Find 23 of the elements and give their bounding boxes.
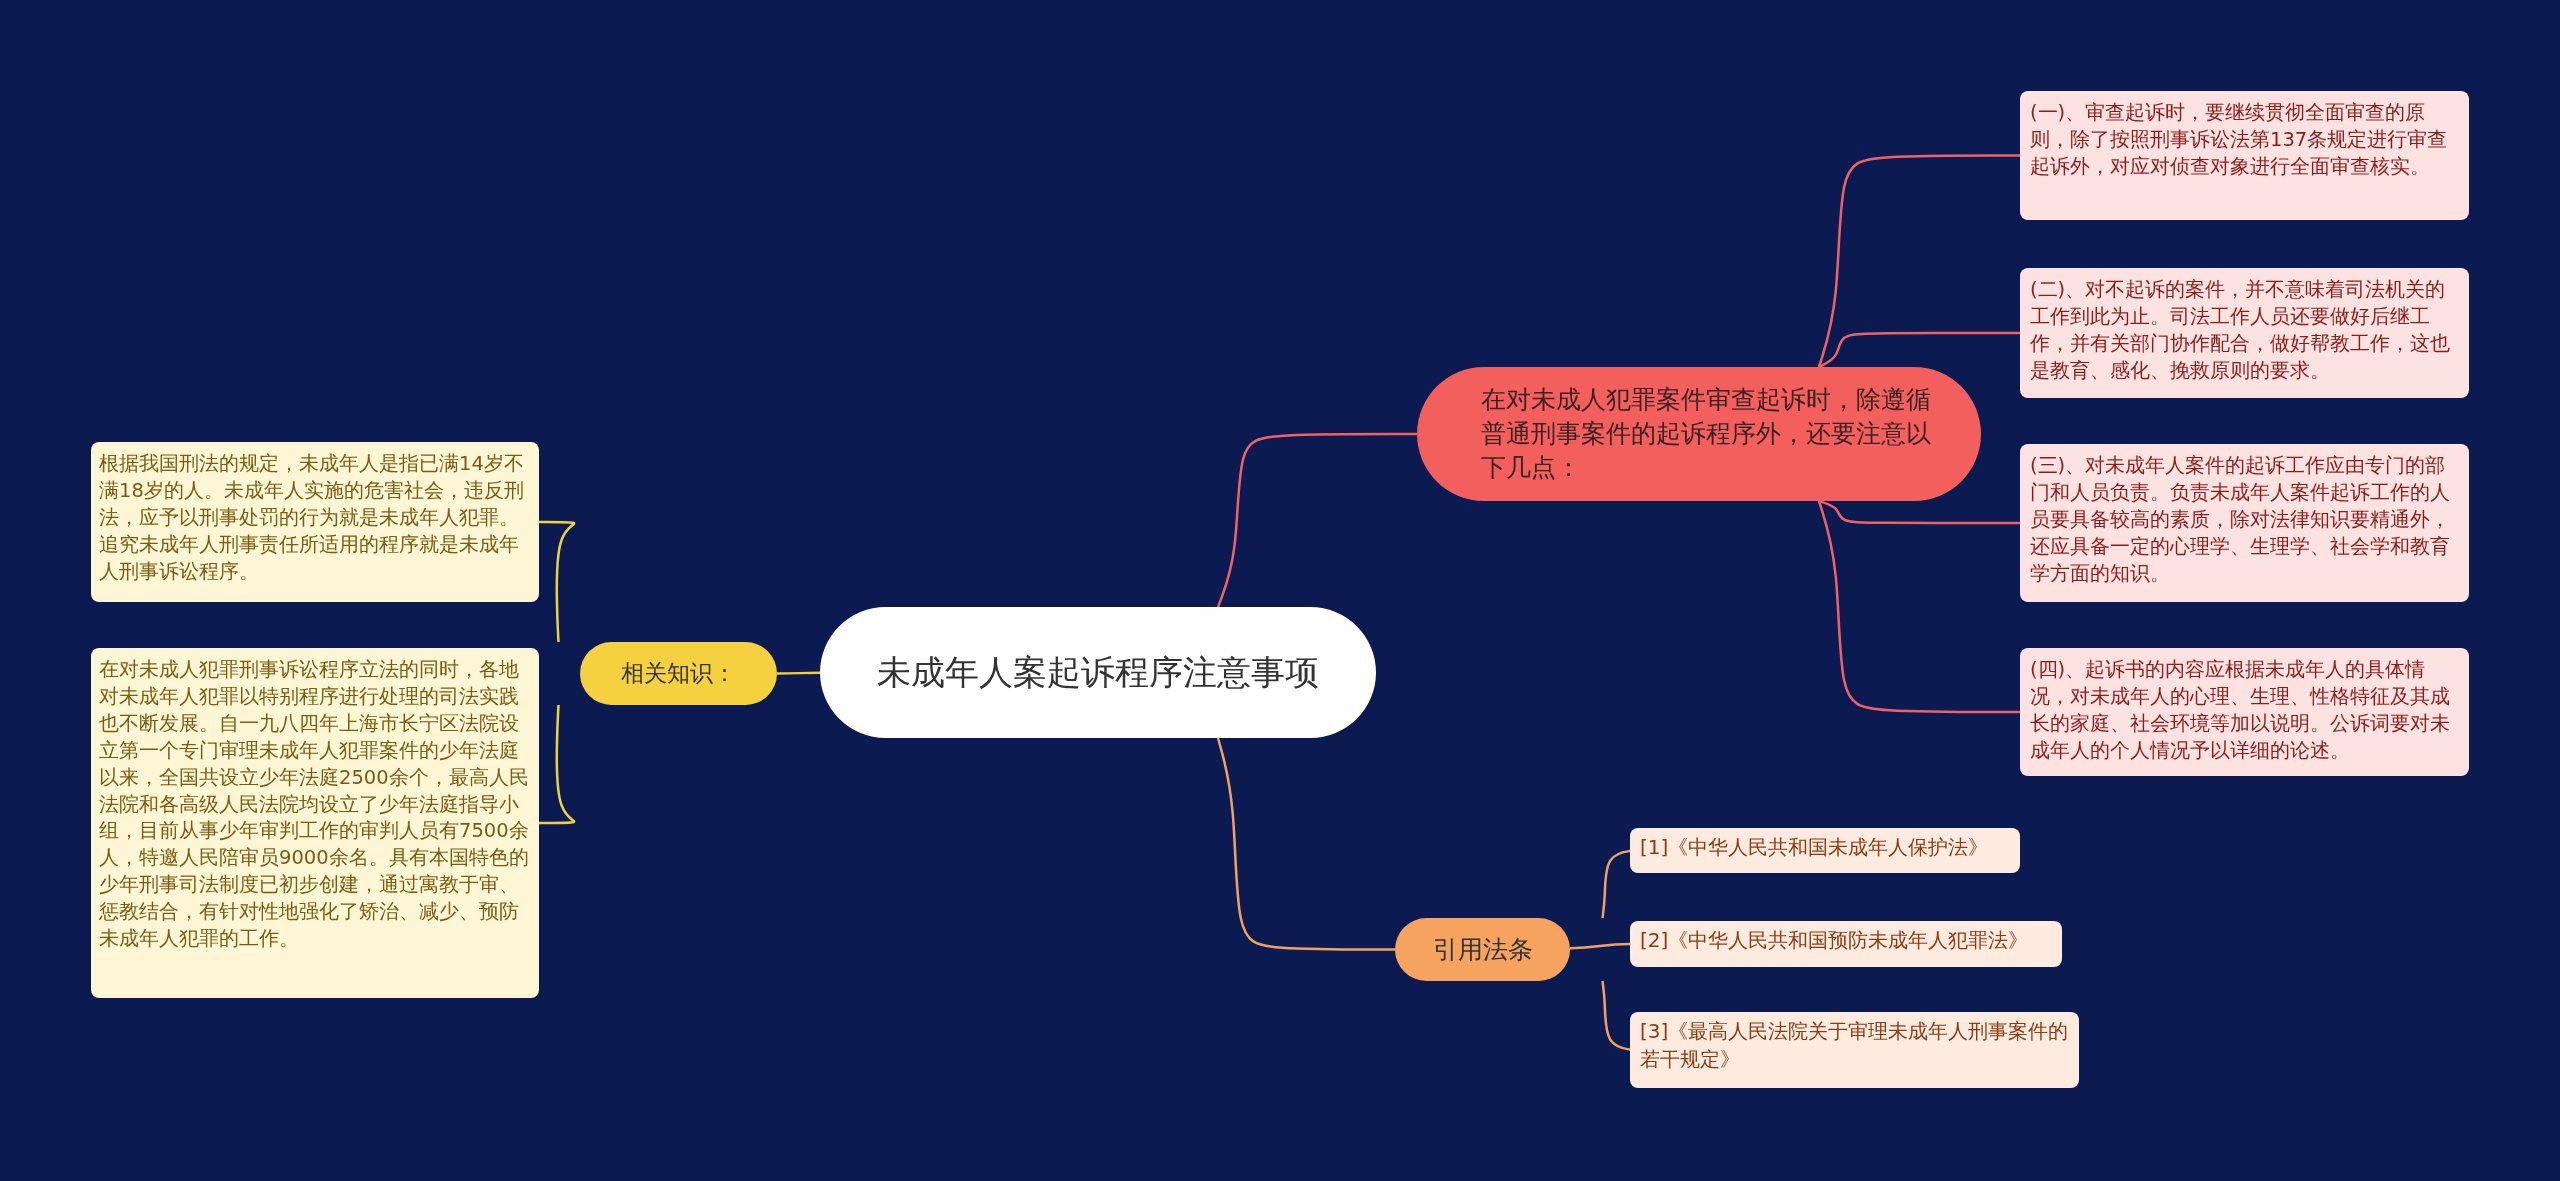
branch-topic: 相关知识： — [580, 642, 777, 705]
note-card: (二)、对不起诉的案件，并不意味着司法机关的工作到此为止。司法工作人员还要做好后继工作，并有关部门协作配合，做好帮教工作，这也是教育、感化、挽救原则的要求。 — [2020, 268, 2469, 398]
central-topic: 未成年人案起诉程序注意事项 — [820, 607, 1376, 738]
note-card: [1]《中华人民共和国未成年人保护法》 — [1630, 828, 2020, 873]
branch-topic: 引用法条 — [1395, 918, 1570, 981]
connector-line — [1817, 154, 2020, 368]
connector-line — [1216, 432, 1417, 608]
note-card: [3]《最高人民法院关于审理未成年人刑事案件的若干规定》 — [1630, 1012, 2079, 1088]
connector-line — [1216, 737, 1395, 951]
note-card: (一)、审查起诉时，要继续贯彻全面审查的原则，除了按照刑事诉讼法第137条规定进行审查起诉外，对应对侦查对象进行全面审查核实。 — [2020, 91, 2469, 220]
connector-line — [1817, 500, 2020, 714]
note-card: [2]《中华人民共和国预防未成年人犯罪法》 — [1630, 921, 2062, 967]
connector-line — [1570, 942, 1630, 950]
note-card: 在对未成人犯罪刑事诉讼程序立法的同时，各地对未成年人犯罪以特别程序进行处理的司法实践也不断发展。自一九八四年上海市长宁区法院设立第一个专门审理未成年人犯罪案件的少年法庭以来，全国共设立少年法庭2500余个，最高人民法院和各高级人民法院均设立了少年法庭指导小组，目前从事少年审判工作的审判人员有7500余人，特邀人民陪审员9000余名。具有本国特色的少年刑事司法制度已初步创建，通过寓教于审、惩教结合，有针对性地强化了矫治、减少、预防未成年人犯罪的工作。 — [91, 648, 539, 998]
note-card: 根据我国刑法的规定，未成年人是指已满14岁不满18岁的人。未成年人实施的危害社会，违反刑法，应予以刑事处罚的行为就是未成年人犯罪。追究未成年人刑事责任所适用的程序就是未成年人刑事诉讼程序。 — [91, 442, 539, 602]
connector-line — [1818, 499, 2020, 525]
branch-topic: 在对未成人犯罪案件审查起诉时，除遵循普通刑事案件的起诉程序外，还要注意以下几点： — [1417, 367, 1981, 501]
connector-line — [777, 671, 820, 675]
connector-line — [1818, 331, 2020, 369]
connector-line — [539, 704, 575, 825]
connector-line — [539, 520, 575, 643]
note-card: (三)、对未成年人案件的起诉工作应由专门的部门和人员负责。负责未成年人案件起诉工作的人员要具备较高的素质，除对法律知识要精通外，还应具备一定的心理学、生理学、社会学和教育学方面的知识。 — [2020, 444, 2469, 602]
note-card: (四)、起诉书的内容应根据未成年人的具体情况，对未成年人的心理、生理、性格特征及其成长的家庭、社会环境等加以说明。公诉词要对未成年人的个人情况予以详细的论述。 — [2020, 648, 2469, 776]
